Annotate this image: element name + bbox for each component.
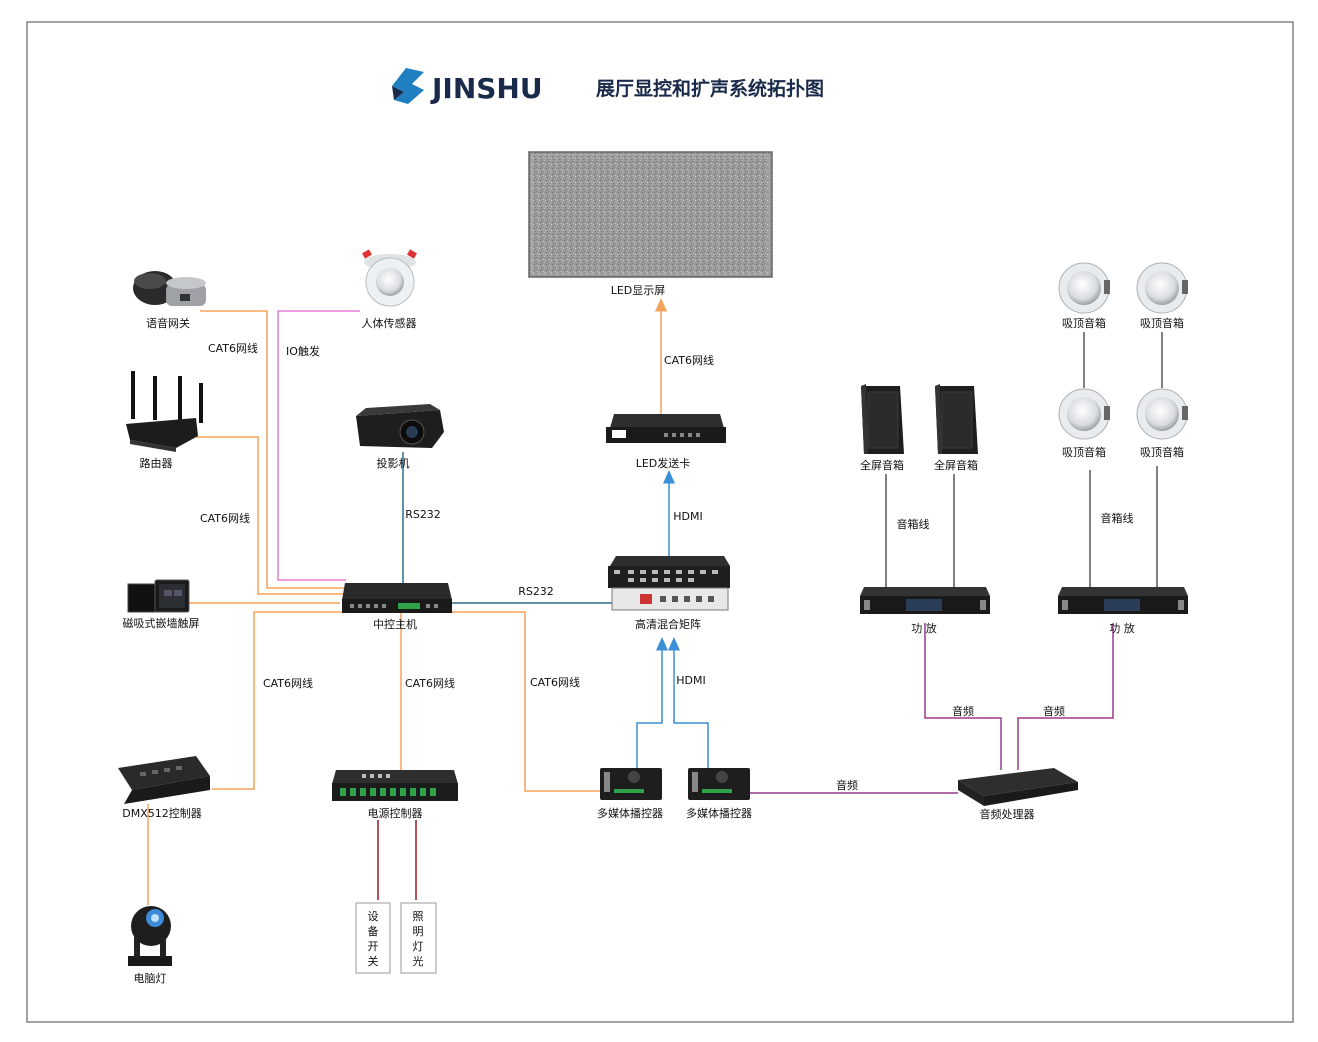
amplifier-1-device[interactable] — [860, 587, 990, 614]
central-host-label: 中控主机 — [373, 617, 417, 631]
audio-processor-label: 音频处理器 — [980, 807, 1035, 821]
dmx-controller-label: DMX512控制器 — [122, 806, 202, 820]
ceiling-speaker-4-device[interactable] — [1136, 388, 1188, 440]
diagram-title: 展厅显控和扩声系统拓扑图 — [596, 77, 824, 100]
cable-voice-gateway — [200, 310, 346, 589]
cable-media-player — [450, 611, 600, 792]
ceiling-speaker-4-label: 吸顶音箱 — [1140, 445, 1184, 459]
projector-label: 投影机 — [377, 456, 410, 470]
link-label-rs232-projector: RS232 — [405, 508, 441, 521]
amplifier-1-label: 功 放 — [911, 621, 937, 635]
human-sensor-device[interactable] — [362, 249, 417, 307]
link-label-speaker-cable-1: 音箱线 — [897, 517, 930, 531]
hd-matrix-device[interactable] — [608, 556, 730, 611]
ceiling-speaker-1-device[interactable] — [1058, 262, 1110, 314]
cable-audio-amp2 — [1017, 623, 1114, 770]
power-controller-label: 电源控制器 — [368, 806, 423, 820]
link-label-cat6-led: CAT6网线 — [664, 353, 714, 367]
ceiling-speaker-3-label: 吸顶音箱 — [1062, 445, 1106, 459]
cable-dmx — [212, 611, 346, 790]
lighting-char-4: 光 — [413, 954, 424, 968]
link-label-hdmi-media: HDMI — [676, 674, 705, 687]
link-label-audio-amp1: 音频 — [952, 704, 974, 718]
amplifier-2-device[interactable] — [1058, 587, 1188, 614]
cable-router — [196, 436, 346, 595]
human-sensor-label: 人体传感器 — [362, 316, 417, 330]
media-player-1-label: 多媒体播控器 — [597, 806, 663, 820]
led-screen-device[interactable] — [528, 151, 773, 278]
link-label-speaker-cable-2: 音箱线 — [1101, 511, 1134, 525]
lighting-char-1: 照 — [413, 910, 424, 923]
link-label-cat6-voice: CAT6网线 — [208, 341, 258, 355]
computer-light-device[interactable] — [128, 906, 172, 966]
cable-hdmi-media-1 — [636, 637, 668, 770]
router-device[interactable] — [126, 371, 203, 452]
brand-name: JINSHU — [430, 72, 543, 105]
voice-gateway-label: 语音网关 — [146, 316, 190, 330]
link-label-hdmi-sender: HDMI — [673, 510, 702, 523]
logo-mark-icon — [392, 68, 424, 104]
connections — [147, 298, 1163, 905]
link-label-audio-media: 音频 — [836, 778, 858, 792]
ceiling-speaker-2-label: 吸顶音箱 — [1140, 316, 1184, 330]
media-player-2-label: 多媒体播控器 — [686, 806, 752, 820]
ceiling-speaker-3-device[interactable] — [1058, 388, 1110, 440]
projector-device[interactable] — [356, 404, 444, 448]
logo-accent-icon — [392, 86, 404, 100]
touch-screen-device[interactable] — [127, 579, 190, 613]
dmx-controller-device[interactable] — [118, 756, 210, 804]
link-label-cat6-router: CAT6网线 — [200, 511, 250, 525]
lighting-char-3: 灯 — [413, 940, 424, 953]
ceiling-speaker-2-device[interactable] — [1136, 262, 1188, 314]
voice-gateway-device[interactable] — [133, 271, 206, 306]
cable-audio-amp1 — [924, 623, 1002, 770]
link-label-cat6-power: CAT6网线 — [405, 676, 455, 690]
cable-hdmi-media-2 — [668, 637, 709, 770]
link-label-cat6-dmx: CAT6网线 — [263, 676, 313, 690]
audio-processor-device[interactable] — [958, 768, 1078, 806]
device-switch-char-1: 设 — [368, 910, 379, 923]
led-screen-label: LED显示屏 — [611, 284, 666, 297]
fullrange-speaker-1-device[interactable] — [861, 384, 904, 454]
device-switch-char-4: 关 — [368, 954, 379, 968]
hd-matrix-label: 高清混合矩阵 — [635, 617, 701, 631]
fullrange-speaker-2-device[interactable] — [935, 384, 978, 454]
power-controller-device[interactable] — [332, 770, 458, 801]
ceiling-speaker-1-label: 吸顶音箱 — [1062, 316, 1106, 330]
fullrange-speaker-2-label: 全屏音箱 — [934, 458, 978, 472]
diagram-frame — [26, 21, 1294, 1023]
media-player-2-device[interactable] — [688, 768, 750, 800]
led-sender-device[interactable] — [606, 414, 726, 443]
lighting-char-2: 明 — [413, 925, 424, 938]
computer-light-label: 电脑灯 — [134, 972, 167, 985]
lighting-output: 照 明 灯 光 — [400, 902, 437, 974]
link-label-audio-amp2: 音频 — [1043, 704, 1065, 718]
media-player-1-device[interactable] — [600, 768, 662, 800]
link-label-io-trigger: IO触发 — [286, 344, 320, 358]
link-label-cat6-media: CAT6网线 — [530, 675, 580, 689]
device-switch-char-3: 开 — [368, 940, 379, 953]
device-switch-output: 设 备 开 关 — [355, 902, 391, 974]
device-switch-char-2: 备 — [368, 924, 379, 938]
cable-io-trigger — [277, 310, 360, 581]
router-label: 路由器 — [140, 456, 173, 470]
amplifier-2-label: 功 放 — [1109, 621, 1135, 635]
touch-screen-label: 磁吸式嵌墙触屏 — [123, 616, 200, 630]
brand-logo — [392, 68, 424, 104]
central-host-device[interactable] — [342, 583, 452, 613]
fullrange-speaker-1-label: 全屏音箱 — [860, 458, 904, 472]
led-sender-label: LED发送卡 — [636, 456, 691, 470]
link-label-rs232-matrix: RS232 — [518, 585, 554, 598]
